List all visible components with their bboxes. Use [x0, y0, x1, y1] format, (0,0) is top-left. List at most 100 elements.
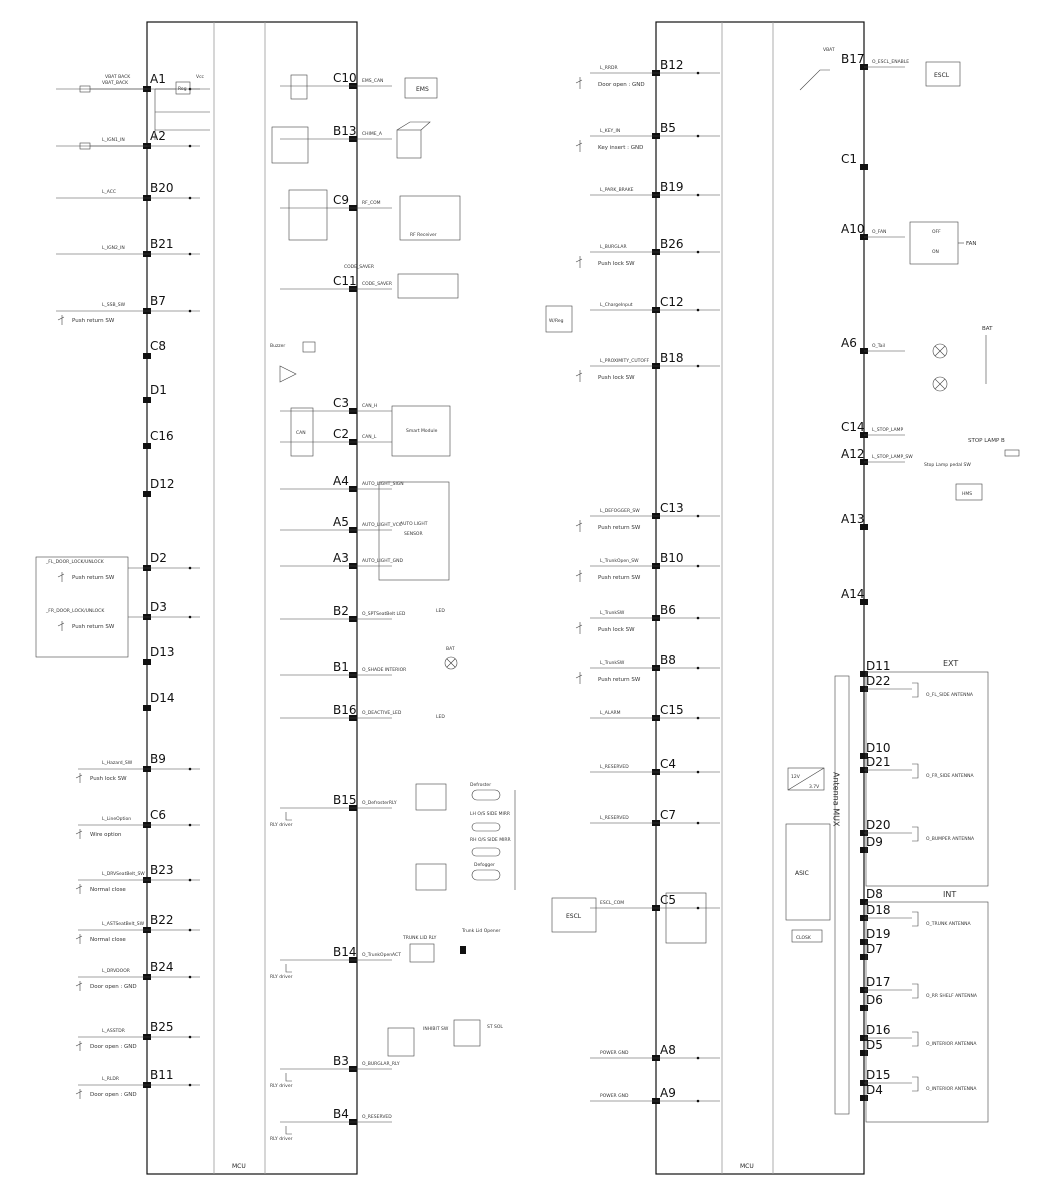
fan-switch-box [909, 221, 959, 265]
signal-label: L_RRDR [600, 65, 618, 71]
inhibit-sw-label: INHIBIT SW [423, 1026, 449, 1032]
pin-label: B19 [660, 180, 684, 194]
bat-lamp-icon [444, 656, 458, 670]
left-module: MCU A1VBAT_BACKA2L_IGN1_INB20L_ACCB21L_I… [35, 21, 516, 1175]
signal-label: L_STOP_LAMP_SW [872, 454, 913, 460]
pin-d11: D11 [860, 659, 891, 677]
ext-antenna-group [865, 671, 989, 887]
door-lock-switch-box [35, 556, 129, 658]
signal-label: L_PARK_BRAKE [600, 187, 634, 193]
signal-label: O_INTERIOR ANTENNA [926, 1041, 977, 1047]
pin-d1: D1 [143, 383, 167, 403]
signal-label: L_IGN1_IN [102, 137, 125, 143]
can-transceiver-box [290, 407, 314, 457]
switch-note: Push return SW [598, 677, 641, 683]
led-label-b2: LED [436, 608, 445, 614]
switch-note: Wire option [90, 832, 122, 838]
rf-receiver-label: RF Receiver [410, 232, 437, 238]
wreg-box [545, 305, 573, 333]
pin-label: B6 [660, 603, 676, 617]
pin-d13: D13 [143, 645, 175, 665]
signal-label: L_TrunkSW [600, 660, 625, 666]
can-label: CAN [296, 430, 306, 436]
buzzer-amp-icon [279, 365, 297, 383]
signal-label: L_DEFOGGER_SW [600, 508, 640, 514]
switch-note: Push return SW [72, 318, 115, 324]
pin-c8: C8 [143, 339, 166, 359]
driver-label: RLY driver [270, 1083, 293, 1089]
auto-light-sensor-box [378, 481, 450, 581]
signal-label: ESCL_COM [600, 900, 624, 906]
off-label: OFF [932, 229, 941, 235]
pin-label: C4 [660, 757, 676, 771]
pin-label: A4 [333, 474, 349, 488]
pin-label: D20 [866, 818, 891, 832]
lh-ofs-label: LH O/S SIDE MIRR [470, 811, 510, 817]
pin-label: B24 [150, 960, 174, 974]
code-saver-label: CODE_SAVER [344, 264, 374, 270]
pin-d19: D19 [860, 927, 891, 945]
signal-label: CAN_L [362, 434, 377, 440]
signal-label: CHIME_A [362, 131, 383, 137]
pin-label: B15 [333, 793, 357, 807]
pin-label: C3 [333, 396, 349, 410]
pin-b7: B7L_SSB_SW Push return SW [56, 294, 200, 325]
pin-label: B25 [150, 1020, 174, 1034]
st-sol-label: ST SOL [487, 1024, 503, 1030]
pin-label: D7 [866, 942, 883, 956]
auto-light-label: AUTO LIGHT [400, 521, 428, 527]
pin-label: B17 [841, 52, 865, 66]
pin-label: D16 [866, 1023, 891, 1037]
tail-lamp-1-icon [932, 343, 948, 359]
pin-c1: C1 [841, 152, 868, 170]
pin-label: C7 [660, 808, 676, 822]
signal-label: L_LineOption [102, 816, 131, 822]
switch-note: Push lock SW [598, 261, 635, 267]
pin-d12: D12 [143, 477, 175, 497]
rf-receiver-box [399, 195, 461, 241]
vbat-back-label: VBAT BACK [105, 74, 131, 80]
pin-label: D2 [150, 551, 167, 565]
switch-note: Normal close [90, 937, 126, 943]
pin-d9: D9 [860, 835, 883, 853]
driver-label: RLY driver [270, 822, 293, 828]
signal-label: L_RLDR [102, 1076, 119, 1082]
signal-label: L_IGN2_IN [102, 245, 125, 251]
pin-label: B16 [333, 703, 357, 717]
pin-label: A9 [660, 1086, 676, 1100]
signal-label: O_BURGLAR_RLY [362, 1061, 400, 1067]
pin-label: B10 [660, 551, 684, 565]
pin-label: D19 [866, 927, 891, 941]
pin-label: D22 [866, 674, 891, 688]
escl-left-label: ESCL [566, 913, 582, 920]
pin-label: B9 [150, 752, 166, 766]
signal-label: L_RESERVED [600, 815, 629, 821]
signal-label: L_KEY_IN [600, 128, 620, 134]
signal-label: O_DEACTIVE_LED [362, 710, 402, 716]
escl-interface-box [665, 892, 707, 944]
closk-label: CLOSK [796, 935, 812, 941]
signal-label: L_SSB_SW [102, 302, 126, 308]
pin-label: D12 [150, 477, 175, 491]
defroster-label: Defroster [470, 782, 491, 788]
pin-label: B7 [150, 294, 166, 308]
regulator-label: Reg [178, 86, 187, 92]
pin-label: B11 [150, 1068, 174, 1082]
escl-box [925, 61, 961, 87]
pin-label: C12 [660, 295, 684, 309]
pin-label: B3 [333, 1054, 349, 1068]
